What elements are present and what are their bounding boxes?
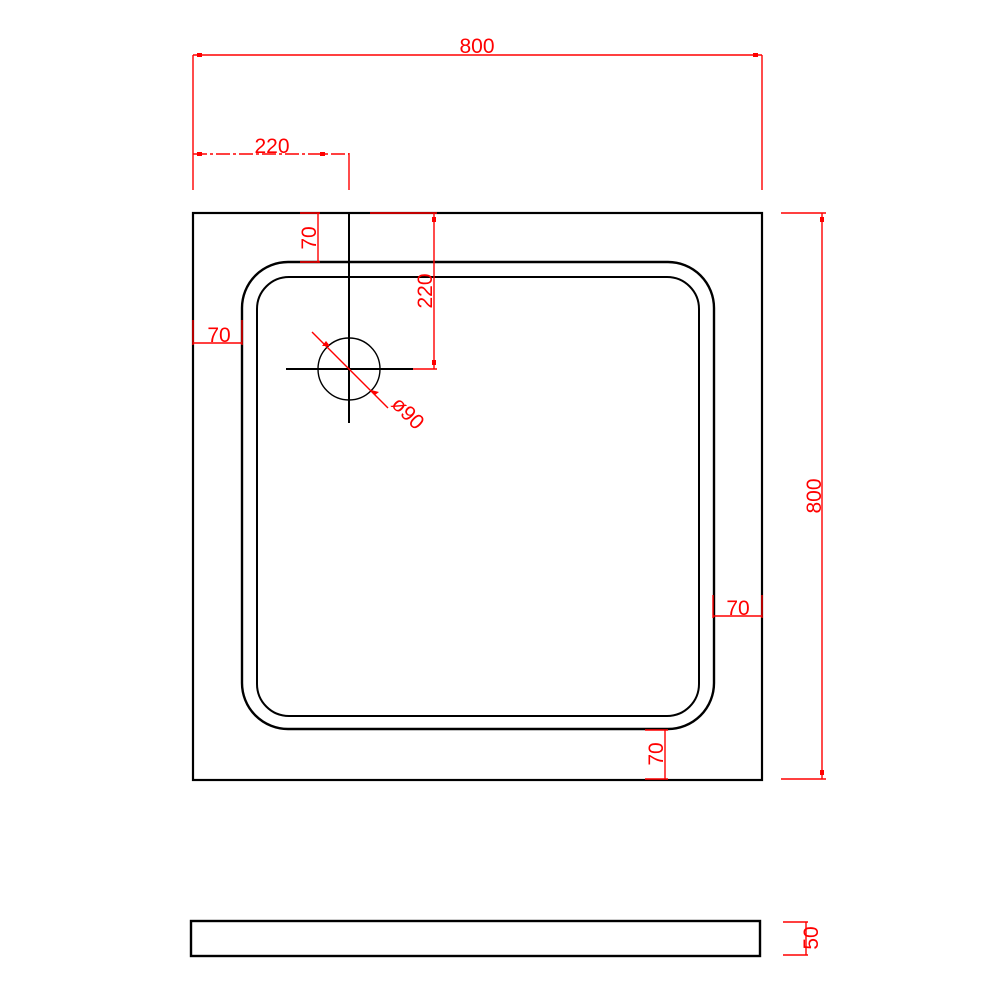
label-overall-width: 800 (459, 35, 494, 58)
label-side-height: 50 (800, 926, 823, 949)
label-drain-offset-y: 220 (414, 273, 437, 308)
side-view-profile (189, 919, 762, 958)
tray-basin-inner (256, 276, 700, 717)
label-rim-left: 70 (207, 324, 230, 347)
plan-view (191, 211, 764, 782)
label-overall-depth: 800 (803, 478, 826, 513)
label-rim-right: 70 (726, 597, 749, 620)
label-drain-offset-x: 220 (254, 135, 289, 158)
label-drain-diameter: ø90 (387, 392, 429, 434)
label-rim-bottom: 70 (645, 742, 668, 765)
tray-outer-edge (191, 211, 764, 782)
drain-icon (317, 337, 381, 401)
dimensions (192, 53, 826, 956)
tray-basin-outer (240, 260, 716, 731)
label-rim-top: 70 (298, 226, 321, 249)
